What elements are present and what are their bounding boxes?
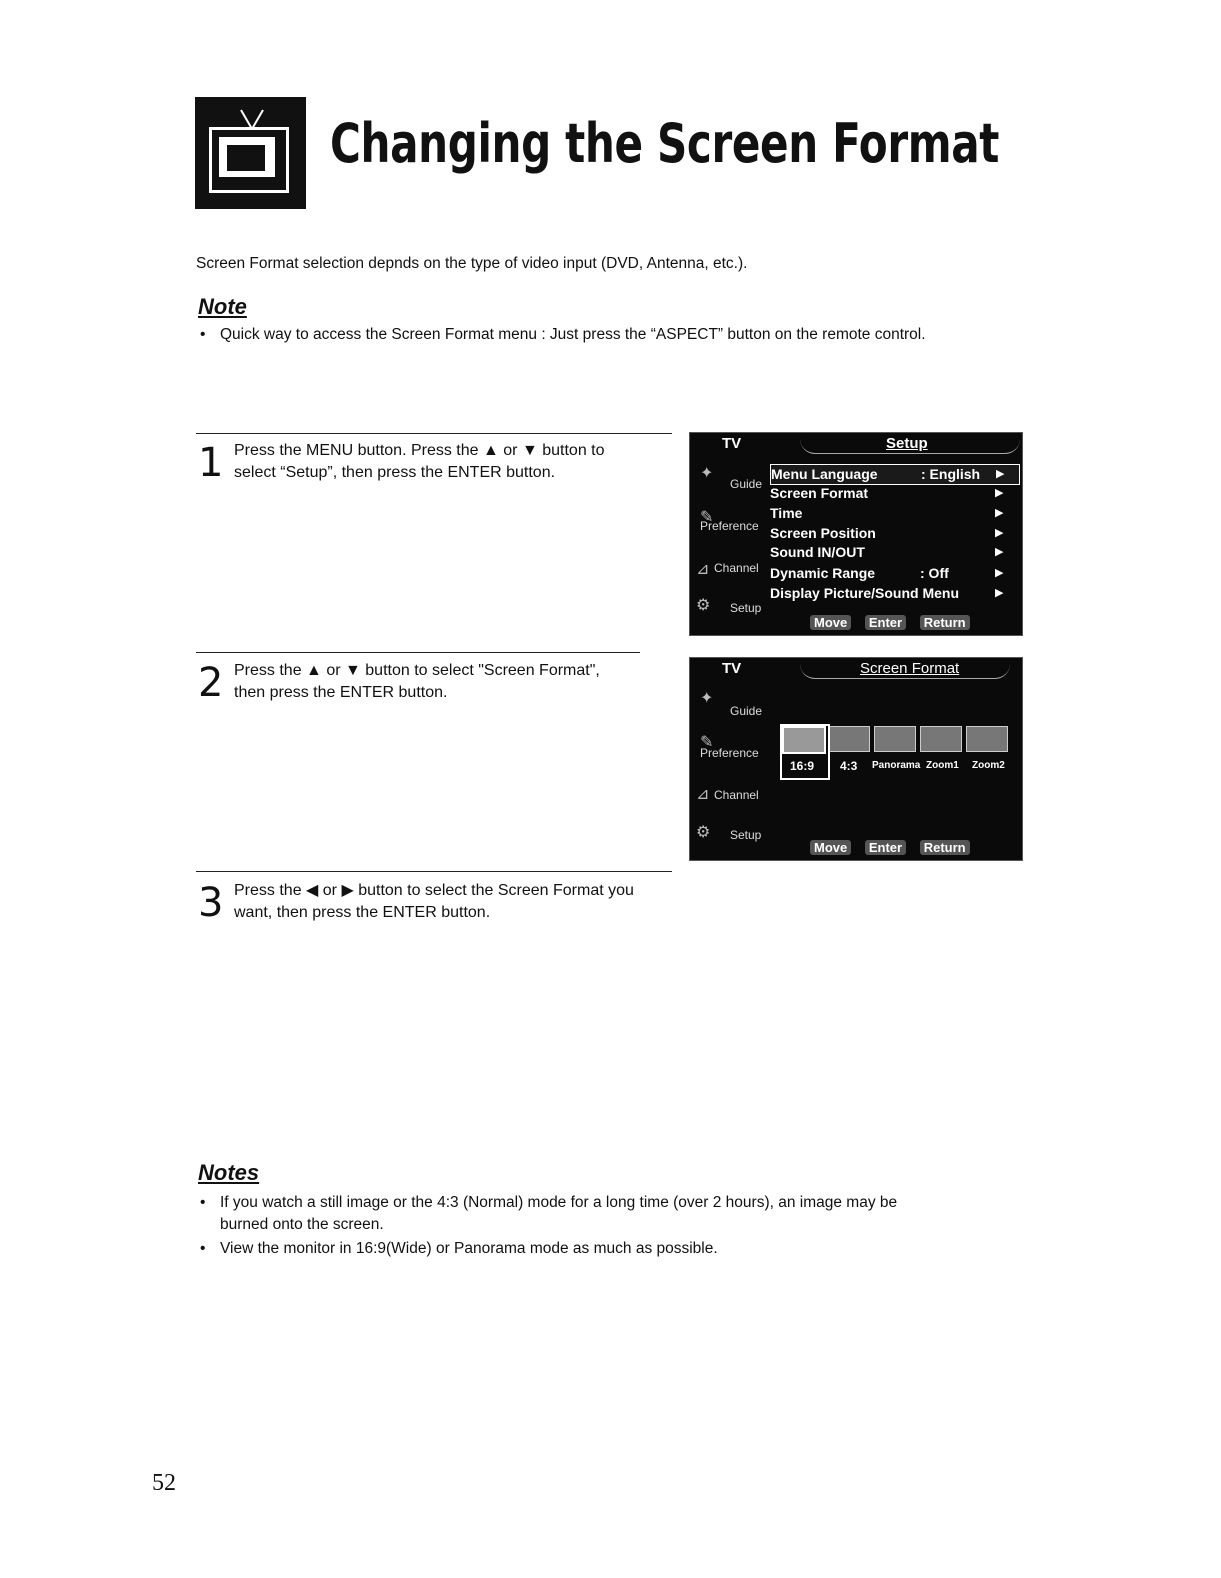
arrow-right-icon: ▶ [996, 468, 1005, 480]
intro-text: Screen Format selection depnds on the ty… [196, 255, 748, 272]
step-line: Press the MENU button. Press the ▲ or ▼ … [234, 442, 605, 459]
osd-row-value: : Off [920, 565, 949, 581]
step-line: Press the ▲ or ▼ button to select "Scree… [234, 662, 600, 679]
step-text: Press the MENU button. Press the ▲ or ▼ … [234, 440, 664, 484]
channel-icon: ⊿ [696, 561, 710, 578]
channel-icon: ⊿ [696, 786, 710, 803]
osd-bottom-bar: Move Enter Return [810, 840, 980, 858]
osd-side-channel: Channel [714, 788, 759, 802]
osd-side-channel: Channel [714, 561, 759, 575]
osd-menu-title: Setup [886, 435, 928, 452]
osd-row-label: Time [770, 505, 803, 521]
step-divider [196, 433, 672, 434]
osd-row-screen-position[interactable]: Screen Position ▶ [770, 524, 1018, 543]
guide-icon: ✦ [700, 690, 714, 707]
osd-row-value: : English [921, 466, 981, 482]
notes-item: If you watch a still image or the 4:3 (N… [200, 1192, 898, 1236]
step-divider [196, 652, 640, 653]
osd-row-sound-in-out[interactable]: Sound IN/OUT ▶ [770, 543, 1018, 562]
osd-side-setup: Setup [730, 601, 762, 615]
osd-title-bar [800, 664, 1010, 679]
osd-side-setup: Setup [730, 828, 762, 842]
format-option-4-3[interactable] [828, 726, 870, 752]
format-label: Zoom1 [926, 760, 959, 771]
notes-item: View the monitor in 16:9(Wide) or Panora… [200, 1240, 718, 1258]
note-heading: Note [198, 294, 247, 319]
arrow-right-icon: ▶ [995, 507, 1004, 519]
step-number: 2 [198, 660, 224, 706]
osd-side-guide: Guide [730, 704, 763, 718]
arrow-right-icon: ▶ [995, 527, 1004, 539]
osd-side-preference: Preference [700, 746, 759, 760]
guide-icon: ✦ [700, 465, 714, 482]
preference-icon: ✎ [700, 509, 714, 526]
format-label: Panorama [872, 760, 921, 771]
osd-row-dynamic-range[interactable]: Dynamic Range : Off ▶ [770, 564, 1018, 583]
arrow-right-icon: ▶ [995, 487, 1004, 499]
note-item: Quick way to access the Screen Format me… [200, 326, 926, 344]
step-number: 3 [198, 880, 224, 926]
osd-return-hint: Return [919, 615, 970, 630]
notes-line: If you watch a still image or the 4:3 (N… [220, 1194, 898, 1211]
osd-row-label: Screen Position [770, 525, 876, 541]
osd-move-hint: Move [810, 615, 852, 630]
osd-tv-label: TV [722, 435, 742, 452]
osd-move-hint: Move [810, 840, 852, 855]
osd-enter-hint: Enter [864, 615, 907, 630]
format-selection-frame [780, 724, 830, 780]
format-option-16-9[interactable] [782, 726, 826, 754]
osd-return-hint: Return [919, 840, 970, 855]
osd-row-menu-language[interactable]: Menu Language : English ▶ [770, 464, 1020, 485]
page-number: 52 [152, 1470, 176, 1496]
osd-row-screen-format[interactable]: Screen Format ▶ [770, 484, 1018, 503]
step-line: Press the ◀ or ▶ button to select the Sc… [234, 882, 634, 899]
format-label: 16:9 [790, 759, 815, 773]
osd-row-display-picture-sound[interactable]: Display Picture/Sound Menu ▶ [770, 584, 1018, 603]
format-label: 4:3 [840, 759, 858, 773]
osd-row-label: Screen Format [770, 485, 869, 501]
osd-bottom-bar: Move Enter Return [810, 615, 980, 633]
notes-line: burned onto the screen. [220, 1216, 384, 1233]
arrow-right-icon: ▶ [995, 546, 1004, 558]
format-option-zoom2[interactable] [966, 726, 1008, 752]
preference-icon: ✎ [700, 734, 714, 751]
osd-row-time[interactable]: Time ▶ [770, 504, 1018, 523]
arrow-right-icon: ▶ [995, 587, 1004, 599]
setup-icon: ⚙ [696, 824, 711, 841]
step-text: Press the ▲ or ▼ button to select "Scree… [234, 660, 664, 704]
setup-icon: ⚙ [696, 597, 711, 614]
format-option-panorama[interactable] [874, 726, 916, 752]
osd-menu-title: Screen Format [860, 660, 960, 677]
arrow-right-icon: ▶ [995, 567, 1004, 579]
osd-side-guide: Guide [730, 477, 763, 491]
step-divider [196, 871, 672, 872]
osd-side-preference: Preference [700, 519, 759, 533]
osd-format-screen: TV Screen Format ✦ Guide ✎ Preference ⊿ … [689, 657, 1023, 861]
step-number: 1 [198, 440, 224, 486]
osd-enter-hint: Enter [864, 840, 907, 855]
format-option-zoom1[interactable] [920, 726, 962, 752]
step-line: then press the ENTER button. [234, 684, 448, 701]
osd-row-label: Menu Language [771, 466, 878, 482]
osd-title-bar [800, 439, 1020, 454]
step-text: Press the ◀ or ▶ button to select the Sc… [234, 880, 674, 924]
osd-row-label: Dynamic Range [770, 565, 876, 581]
osd-setup-screen: TV Setup ✦ Guide ✎ Preference ⊿ Channel … [689, 432, 1023, 636]
format-label: Zoom2 [972, 760, 1005, 771]
notes-heading: Notes [198, 1160, 260, 1185]
tv-icon [195, 97, 306, 209]
osd-tv-label: TV [722, 660, 742, 677]
osd-row-label: Display Picture/Sound Menu [770, 585, 960, 601]
step-line: select “Setup”, then press the ENTER but… [234, 464, 556, 481]
step-line: want, then press the ENTER button. [234, 904, 491, 921]
page-title: Changing the Screen Format [330, 112, 999, 175]
osd-row-label: Sound IN/OUT [770, 544, 865, 560]
